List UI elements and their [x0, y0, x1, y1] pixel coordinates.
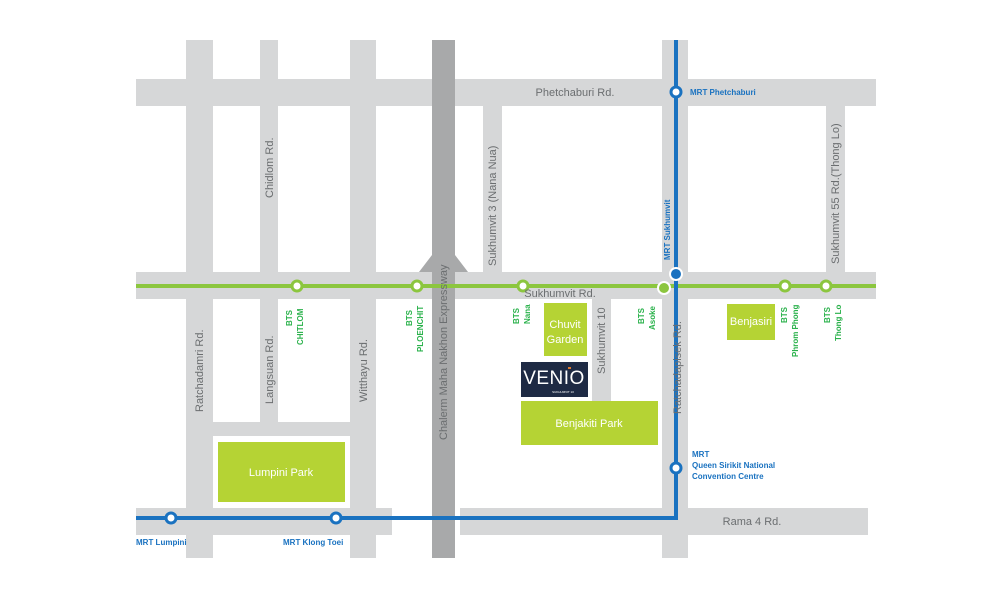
benjasiri-park: [727, 304, 775, 340]
bts-line: [136, 279, 876, 295]
mrt-label-sukhumvit: MRT Sukhumvit: [663, 199, 672, 260]
bts-label-ploenchit-name: PLOENCHIT: [416, 306, 425, 352]
road-label-langsuan: Langsuan Rd.: [264, 336, 276, 405]
venio-logo-sub: SUKHUMVIT 10: [552, 390, 574, 394]
road-label-sukhumvit-3: Sukhumvit 3 (Nana Nua): [487, 146, 499, 266]
venio-logo-box[interactable]: [521, 362, 588, 397]
road-phetchaburi: [136, 79, 876, 106]
bts-label-phrom-phong-name: Phrom Phong: [791, 304, 800, 357]
benjakiti-park-label: Benjakiti Park: [555, 418, 623, 430]
road-sukhumvit-55: [826, 106, 845, 272]
chuvit-garden-label-2: Garden: [547, 334, 584, 346]
road-ratchadamri: [186, 40, 213, 558]
bts-station-phrom-phong[interactable]: [778, 279, 792, 293]
road-label-rama4: Rama 4 Rd.: [723, 516, 782, 528]
road-witthayu: [350, 40, 376, 558]
mrt-line: [136, 40, 683, 525]
chuvit-garden: [544, 303, 587, 356]
chuvit-garden-label-1: Chuvit: [549, 319, 580, 331]
expressway-road: [432, 40, 455, 558]
road-label-sukhumvit: Sukhumvit Rd.: [524, 288, 596, 300]
benjakiti-park: [521, 401, 658, 445]
mrt-station-phetchaburi[interactable]: [669, 85, 683, 99]
road-label-sukhumvit-10: Sukhumvit 10: [596, 307, 608, 374]
road-label-phetchaburi: Phetchaburi Rd.: [536, 87, 615, 99]
road-lumpini-north: [186, 422, 376, 436]
road-label-ratchadapisek: Ratchadapisek Rd.: [672, 321, 684, 414]
bts-label-ploenchit-line: BTS: [405, 309, 414, 326]
road-sukhumvit-10: [592, 299, 611, 411]
road-label-ratchadamri: Ratchadamri Rd.: [194, 329, 206, 412]
benjasiri-park-label: Benjasiri: [730, 316, 772, 328]
road-label-chidlom: Chidlom Rd.: [264, 137, 276, 198]
bts-label-chitlom-name: CHITLOM: [296, 308, 305, 345]
bts-label-thong-lo-name: Thong Lo: [834, 304, 843, 341]
mrt-station-lumpini[interactable]: [164, 511, 178, 525]
bts-station-thong-lo[interactable]: [819, 279, 833, 293]
road-sukhumvit-3: [483, 106, 502, 272]
bts-station-chitlom[interactable]: [290, 279, 304, 293]
lumpini-park-label: Lumpini Park: [249, 467, 314, 479]
road-label-sukhumvit-55: Sukhumvit 55 Rd.(Thong Lo): [830, 123, 842, 264]
mrt-label-lumpini: MRT Lumpini: [136, 538, 187, 547]
mrt-station-sukhumvit[interactable]: [669, 267, 683, 281]
mrt-track: [136, 40, 678, 520]
lumpini-park: [218, 442, 345, 502]
bts-label-thong-lo-line: BTS: [823, 306, 832, 323]
bts-station-asoke[interactable]: [657, 281, 671, 295]
road-rama4: [136, 508, 392, 535]
bts-label-nana-name: Nana: [523, 304, 532, 324]
expressway: [419, 40, 468, 558]
mrt-label-qsncc-name-2: Convention Centre: [692, 472, 764, 481]
mrt-labels: MRT Phetchaburi MRT Sukhumvit MRT Queen …: [136, 88, 775, 547]
venio-logo-accent: [568, 367, 571, 369]
bts-station-ploenchit[interactable]: [410, 279, 424, 293]
mrt-label-klong-toei: MRT Klong Toei: [283, 538, 343, 547]
bts-label-nana-line: BTS: [512, 307, 521, 324]
mrt-station-klong-toei[interactable]: [329, 511, 343, 525]
expressway-ramp: [419, 255, 432, 272]
road-label-witthayu: Witthayu Rd.: [358, 339, 370, 402]
mrt-label-qsncc-name-1: Queen Sirikit National: [692, 461, 775, 470]
venio-logo: VENIO: [523, 368, 585, 389]
project-location[interactable]: VENIO SUKHUMVIT 10: [521, 362, 588, 397]
bts-label-asoke-name: Asoke: [648, 305, 657, 330]
mrt-station-qsncc[interactable]: [669, 461, 683, 475]
road-label-expressway: Chalerm Maha Nakhon Expressway: [438, 264, 450, 440]
parks: Lumpini Park Chuvit Garden Benjakiti Par…: [213, 303, 775, 508]
bts-label-chitlom-line: BTS: [285, 309, 294, 326]
bts-label-asoke-line: BTS: [637, 307, 646, 324]
mrt-label-qsncc-line: MRT: [692, 450, 709, 459]
road-labels: Phetchaburi Rd. Sukhumvit Rd. Rama 4 Rd.…: [194, 87, 842, 528]
mrt-label-phetchaburi: MRT Phetchaburi: [690, 88, 756, 97]
road-langsuan-lower: [260, 272, 278, 422]
expressway-ramp: [455, 255, 468, 272]
bts-label-phrom-phong-line: BTS: [780, 306, 789, 323]
bts-station-nana[interactable]: [516, 279, 530, 293]
bts-labels: BTS CHITLOM BTS PLOENCHIT BTS Nana BTS A…: [285, 304, 843, 357]
